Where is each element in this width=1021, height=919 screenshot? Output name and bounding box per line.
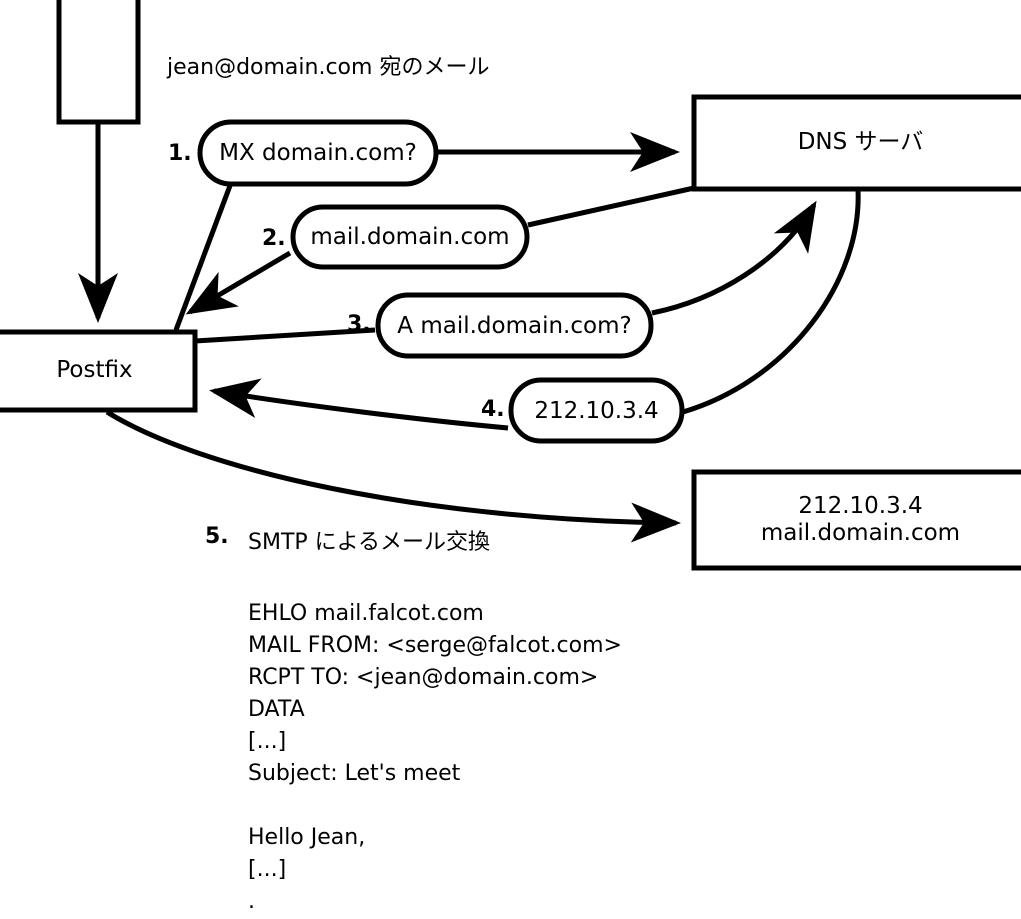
dns-box-shape [691,94,1021,192]
arrow-step4-bubble-to-postfix [209,378,509,431]
mail-caption: jean@domain.com 宛のメール [167,55,490,80]
smtp-transcript-line: . [248,889,255,914]
step-4-number: 4. [481,397,505,422]
smtp-transcript-line: MAIL FROM: <serge@falcot.com> [248,633,622,658]
smtp-transcript-line: DATA [248,697,305,722]
arrow-step1-postfix-to-dns [173,182,234,331]
step-4-bubble-label: 212.10.3.4 [534,397,659,424]
step-2-number: 2. [262,226,286,251]
mail-server-hostname: mail.domain.com [760,520,961,546]
postfix-box-shape [0,329,198,413]
mail-server-box-shape [691,469,1021,571]
arrow-step3-bubble-to-dns [651,200,817,316]
postfix-box-label: Postfix [56,357,133,384]
smtp-transcript-line: [...] [248,857,287,882]
step-3-number: 3. [347,312,371,337]
arrow-step3-postfix-to-bubble [194,327,376,344]
step-4-bubble-shape [508,377,685,444]
mua-box-shape [56,0,141,125]
arrow-step2-dns-to-bubble [527,185,695,228]
step-1-bubble-shape [197,119,439,187]
dns-box-label: DNS サーバ [797,129,924,156]
smtp-transcript-line: Subject: Let's meet [248,761,461,786]
step-1-bubble-label: MX domain.com? [219,140,417,166]
mail-server-ip: 212.10.3.4 [798,492,923,519]
smtp-transcript-line: EHLO mail.falcot.com [248,601,484,626]
step-3-bubble-shape [375,292,654,359]
mail-server-box-label: 212.10.3.4 mail.domain.com [694,472,1021,568]
arrow-step5-postfix-to-mail-server [105,409,681,543]
step-3-bubble-label: A mail.domain.com? [397,312,632,339]
arrow-step4-dns-to-bubble [682,189,861,415]
step-1-number: 1. [168,141,192,166]
step-2-bubble-label: mail.domain.com [310,224,510,250]
arrow-step2-bubble-to-postfix [185,250,292,315]
step-2-bubble-shape [290,204,530,270]
smtp-transcript-line: Hello Jean, [248,825,366,850]
step-5-label: SMTP によるメール交換 [248,530,490,555]
step-5-number: 5. [205,524,229,549]
smtp-transcript-line: RCPT TO: <jean@domain.com> [248,665,599,690]
smtp-transcript-line: [...] [248,729,287,754]
